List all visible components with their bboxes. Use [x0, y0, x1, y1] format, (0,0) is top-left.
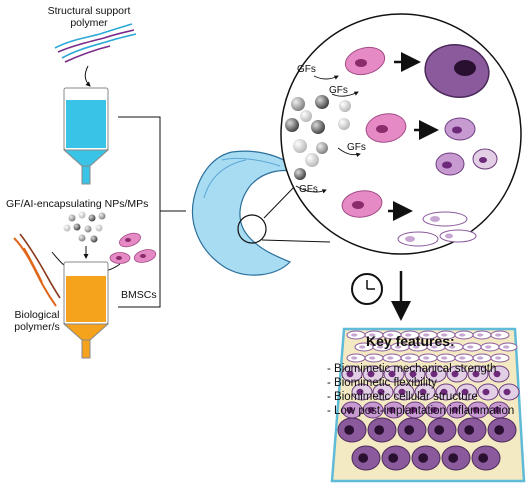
tissue-cell-nucleus [423, 333, 430, 337]
biological-polymer-label: Biological polymer/s [2, 309, 72, 333]
tissue-cell-nucleus [418, 453, 429, 463]
tissue-cell-nucleus [495, 333, 502, 337]
tissue-cell-nucleus [356, 388, 364, 396]
tissue-cell-nucleus [387, 333, 394, 337]
tissue-cell-nucleus [423, 356, 430, 360]
tissue-cell-nucleus [477, 333, 484, 337]
tissue-cell-nucleus [495, 356, 502, 360]
tissue-cell-nucleus [448, 453, 459, 463]
tissue-cell-nucleus [409, 370, 417, 378]
tissue-cell-nucleus [367, 370, 375, 378]
tissue-cell-nucleus [358, 453, 369, 463]
nanoparticles-small [63, 211, 106, 243]
tissue-cell-nucleus [387, 356, 394, 360]
structural-polymer-label-line1: Structural support [47, 5, 131, 17]
tissue-cell-nucleus [351, 356, 358, 360]
key-feature-item: - Biomimetic cellular structure [327, 391, 478, 403]
key-features-list: - Biomimetic mechanical strength - Biomi… [327, 363, 526, 419]
tissue-cell-nucleus [441, 333, 448, 337]
tissue-cell-nucleus [367, 406, 375, 414]
tissue-cell-nucleus [441, 356, 448, 360]
connector-bracket [118, 116, 186, 308]
tissue-cell-nucleus [451, 406, 459, 414]
tissue-cell-nucleus [346, 370, 354, 378]
engineered-tissue [330, 327, 526, 483]
biological-polymer-fibers [13, 233, 61, 307]
gfs-label-1: GFs [297, 64, 316, 75]
clock-icon [351, 273, 383, 305]
tissue-cell-nucleus [430, 370, 438, 378]
tissue-cell-nucleus [493, 406, 501, 414]
bmscs-label: BMSCs [121, 289, 157, 301]
tissue-cell-nucleus [472, 370, 480, 378]
gf-arrows [295, 75, 361, 194]
bmsc-cells-small [109, 232, 157, 264]
tissue-cell-nucleus [377, 345, 384, 349]
structural-polymer-label: Structural support polymer [14, 5, 164, 29]
tissue-cell-nucleus [388, 370, 396, 378]
growth-factor-particles [285, 95, 351, 180]
zoom-line [261, 239, 331, 243]
biological-polymer-label-line2: polymer/s [14, 321, 60, 333]
tissue-cell-nucleus [369, 333, 376, 337]
tissue-cell-nucleus [478, 453, 489, 463]
tissue-cell-nucleus [434, 425, 445, 435]
tissue-cell-nucleus [467, 345, 474, 349]
cell-row-2 [365, 113, 498, 176]
tissue-cell-nucleus [369, 356, 376, 360]
cell-row-1 [344, 44, 490, 98]
gfs-label-3: GFs [347, 142, 366, 153]
tissue-cell-nucleus [395, 345, 402, 349]
tissue-cell-nucleus [374, 425, 385, 435]
key-feature-item: - Biomimetic flexibility [327, 377, 437, 389]
tissue-cell-nucleus [388, 453, 399, 463]
tissue-cell-nucleus [459, 356, 466, 360]
tissue-cell-nucleus [440, 388, 448, 396]
tissue-cell-nucleus [461, 388, 469, 396]
gfs-label-4: GFs [299, 184, 318, 195]
tissue-cell-nucleus [477, 356, 484, 360]
tissue-cell-nucleus [459, 333, 466, 337]
tissue-cell-nucleus [405, 333, 412, 337]
tissue-cell-nucleus [404, 425, 415, 435]
syringe-orange [62, 261, 110, 359]
key-feature-item: - Low post-implantation inflammation [327, 405, 515, 417]
cell-row-3 [341, 190, 477, 247]
tissue-cell-nucleus [419, 388, 427, 396]
structural-polymer-label-line2: polymer [70, 17, 108, 29]
tissue-cell-nucleus [493, 370, 501, 378]
tissue-cell-nucleus [413, 345, 420, 349]
tissue-cell-nucleus [449, 345, 456, 349]
tissue-cell-nucleus [346, 406, 354, 414]
tissue-cell-nucleus [464, 425, 475, 435]
tissue-cell-nucleus [344, 425, 355, 435]
tissue-cell-nucleus [398, 388, 406, 396]
meniscus [191, 150, 300, 276]
tissue-cell-nucleus [430, 406, 438, 414]
tissue-cell-nucleus [359, 345, 366, 349]
gf-encapsulating-label: GF/AI-encapsulating NPs/MPs [6, 198, 149, 210]
structural-polymer-fibers [54, 23, 137, 63]
tissue-cell-nucleus [503, 388, 511, 396]
tissue-cell-nucleus [482, 388, 490, 396]
tissue-cell-nucleus [388, 406, 396, 414]
biological-polymer-label-line1: Biological [14, 309, 60, 321]
tissue-cell-nucleus [451, 370, 459, 378]
tissue-cell-nucleus [377, 388, 385, 396]
syringe-cyan [62, 87, 110, 185]
tissue-cell-nucleus [485, 345, 492, 349]
tissue-cell-nucleus [503, 345, 510, 349]
tissue-cell-nucleus [351, 333, 358, 337]
tissue-cell-nucleus [472, 406, 480, 414]
tissue-cell-nucleus [431, 345, 438, 349]
tissue-cell-nucleus [494, 425, 505, 435]
tissue-cell-nucleus [405, 356, 412, 360]
key-feature-item: - Biomimetic mechanical strength [327, 363, 497, 375]
tissue-cell-nucleus [409, 406, 417, 414]
key-features-title: Key features: [366, 333, 455, 349]
gfs-label-2: GFs [329, 85, 348, 96]
